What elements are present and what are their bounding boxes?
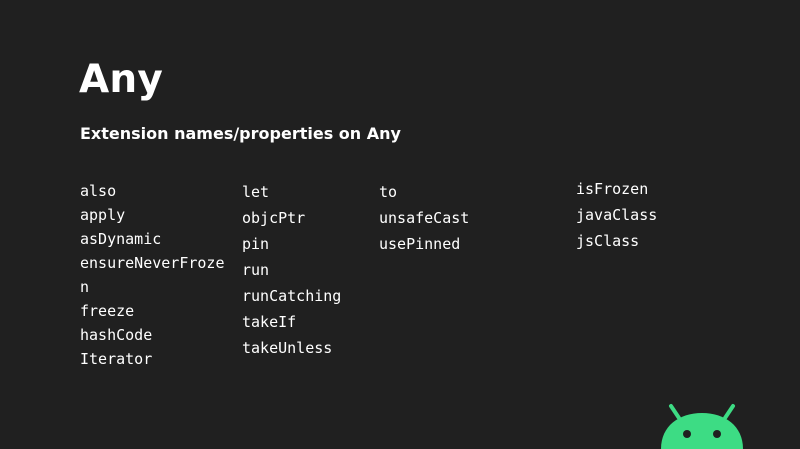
extension-list-column-2: let objcPtr pin run runCatching takeIf t… bbox=[242, 179, 341, 361]
extension-name: also bbox=[80, 182, 117, 200]
extension-name: takeUnless bbox=[242, 339, 333, 357]
extension-name: unsafeCast bbox=[379, 209, 470, 227]
extension-name: takeIf bbox=[242, 313, 297, 331]
slide-subtitle: Extension names/properties on Any bbox=[80, 124, 401, 143]
extension-name: let bbox=[242, 183, 270, 201]
android-left-eye bbox=[683, 430, 691, 438]
extension-name: pin bbox=[242, 235, 270, 253]
slide-title: Any bbox=[79, 57, 163, 102]
android-head bbox=[661, 404, 743, 449]
extension-name: isFrozen bbox=[576, 180, 649, 198]
extension-name: Iterator bbox=[80, 350, 153, 368]
extension-name: ensureNeverFroze bbox=[80, 254, 225, 272]
extension-name: to bbox=[379, 183, 398, 201]
extension-name: n bbox=[80, 278, 90, 296]
extension-name: freeze bbox=[80, 302, 135, 320]
extension-name: asDynamic bbox=[80, 230, 162, 248]
extension-name: runCatching bbox=[242, 287, 342, 305]
extension-list-column-4: isFrozen javaClass jsClass bbox=[576, 176, 657, 254]
extension-name: jsClass bbox=[576, 232, 640, 250]
extension-name: usePinned bbox=[379, 235, 461, 253]
android-right-eye bbox=[713, 430, 721, 438]
extension-name: hashCode bbox=[80, 326, 153, 344]
extension-name: javaClass bbox=[576, 206, 658, 224]
extension-name: apply bbox=[80, 206, 126, 224]
extension-list-column-3: to unsafeCast usePinned bbox=[379, 179, 469, 257]
android-robot-icon bbox=[661, 404, 743, 449]
extension-list-column-1: also apply asDynamic ensureNeverFroze n … bbox=[80, 179, 230, 371]
extension-name: run bbox=[242, 261, 270, 279]
extension-name: objcPtr bbox=[242, 209, 306, 227]
